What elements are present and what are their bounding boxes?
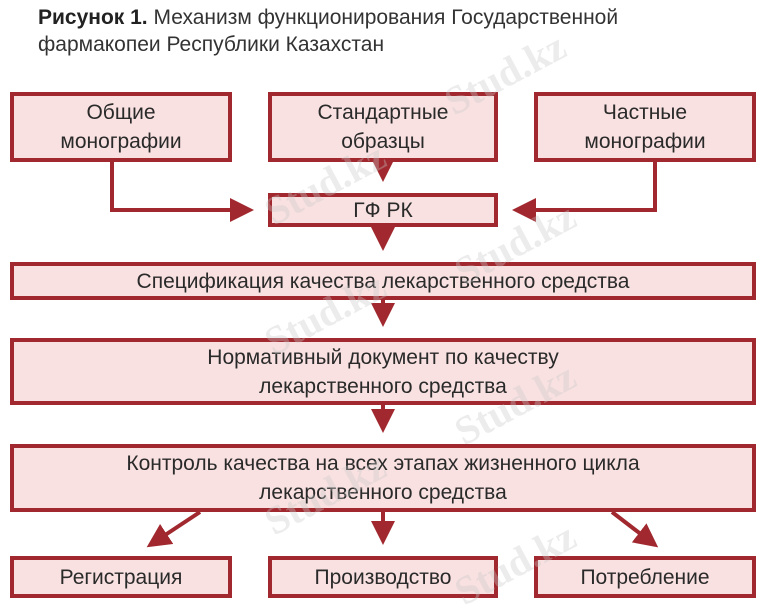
box-normative-document: Нормативный документ по качеству лекарст… xyxy=(10,338,756,405)
connector-arrows xyxy=(110,158,659,548)
arrow-control-to-registration xyxy=(146,510,202,548)
arrow-private-to-gf xyxy=(512,162,657,222)
box-quality-control: Контроль качества на всех этапах жизненн… xyxy=(10,444,756,512)
box-registration: Регистрация xyxy=(10,556,232,598)
box-consumption: Потребление xyxy=(534,556,756,598)
box-general-monographs: Общие монографии xyxy=(10,92,232,162)
box-quality-specification: Спецификация качества лекарственного сре… xyxy=(10,262,756,300)
box-reference-standards: Стандартные образцы xyxy=(268,92,498,162)
figure-title: Механизм функционирования Государственно… xyxy=(38,6,619,56)
figure-caption: Рисунок 1. Механизм функционирования Гос… xyxy=(38,4,618,58)
figure-number: Рисунок 1. xyxy=(38,6,148,29)
box-private-monographs: Частные монографии xyxy=(534,92,756,162)
box-gf-rk: ГФ РК xyxy=(268,193,498,227)
box-production: Производство xyxy=(268,556,498,598)
arrow-general-to-gf xyxy=(110,162,254,222)
arrow-control-to-consumption xyxy=(610,510,659,548)
